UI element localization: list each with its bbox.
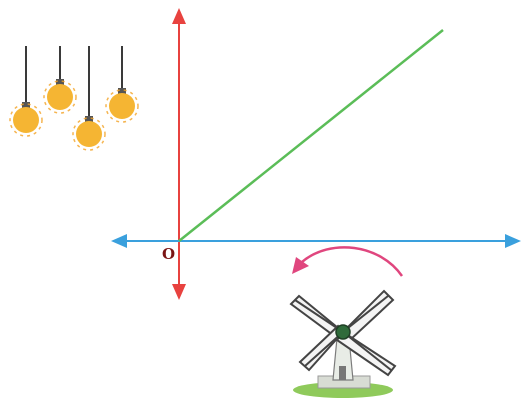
horizontal-axis [111, 234, 521, 248]
bulb-icon [105, 88, 139, 123]
windmill-icon [289, 289, 397, 398]
origin-label: O [162, 245, 175, 263]
windmill-blades [289, 289, 397, 377]
axis-arrowhead-down [172, 284, 186, 300]
light-bulbs-icon [9, 46, 139, 151]
bulb-icon [72, 116, 106, 151]
vertical-axis [172, 8, 186, 300]
axis-arrowhead-up [172, 8, 186, 24]
rotation-arrow-icon [292, 246, 404, 277]
axis-arrowhead-right [505, 234, 521, 248]
windmill-hub [335, 324, 351, 340]
bulb-icon [9, 102, 43, 137]
bulb-icon [43, 79, 77, 114]
axis-arrowhead-left [111, 234, 127, 248]
graph-line [178, 29, 444, 242]
